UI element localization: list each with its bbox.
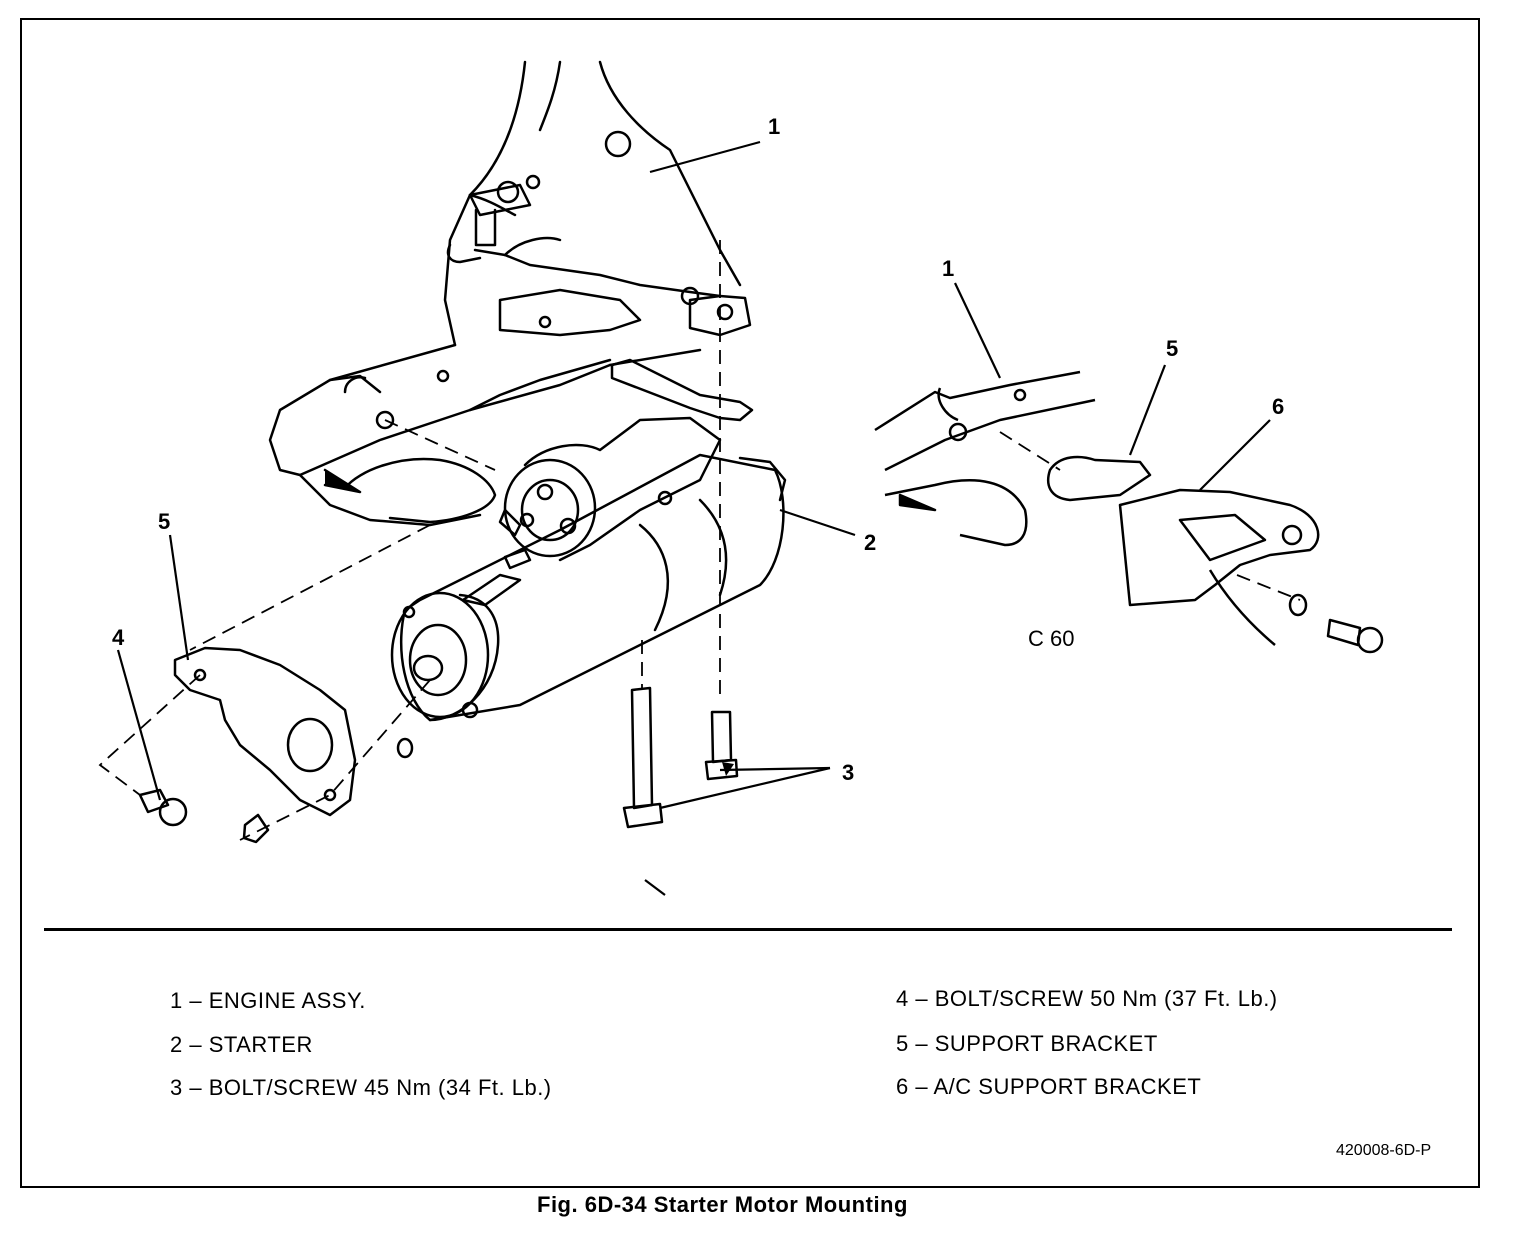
legend-item-3: 3 – BOLT/SCREW 45 Nm (34 Ft. Lb.): [170, 1075, 552, 1100]
bolt-4-drawing: [138, 788, 188, 827]
legend-item-4: 4 – BOLT/SCREW 50 Nm (37 Ft. Lb.): [896, 986, 1278, 1011]
inset-drawing: [874, 370, 1384, 654]
callout-5: 5: [158, 509, 171, 534]
starter-motor-drawing: [390, 416, 787, 722]
figure-id: 420008-6D-P: [1336, 1142, 1432, 1159]
stud-plate-drawing: [610, 358, 754, 422]
inset-view-label: C 60: [1028, 626, 1075, 651]
inset-callout-6: 6: [1272, 394, 1285, 419]
callout-1: 1: [768, 114, 781, 139]
figure-caption: Fig. 6D-34 Starter Motor Mounting: [537, 1192, 908, 1217]
legend-item-2: 2 – STARTER: [170, 1032, 313, 1057]
legend-divider: [44, 928, 1452, 931]
inset-callout-1: 1: [942, 256, 955, 281]
legend-item-5: 5 – SUPPORT BRACKET: [896, 1031, 1158, 1056]
callout-2: 2: [864, 530, 877, 555]
support-bracket-drawing: [173, 646, 357, 817]
washer-drawing: [396, 737, 414, 759]
legend-item-6: 6 – A/C SUPPORT BRACKET: [896, 1074, 1202, 1099]
engine-block-drawing: [268, 60, 752, 527]
nut-drawing: [242, 813, 270, 844]
inset-callout-5: 5: [1166, 336, 1179, 361]
callout-4: 4: [112, 625, 125, 650]
legend-item-1: 1 – ENGINE ASSY.: [170, 988, 366, 1013]
bolt-3-drawing: [622, 686, 739, 829]
callout-3: 3: [842, 760, 855, 785]
figure-frame: [20, 18, 1480, 1188]
